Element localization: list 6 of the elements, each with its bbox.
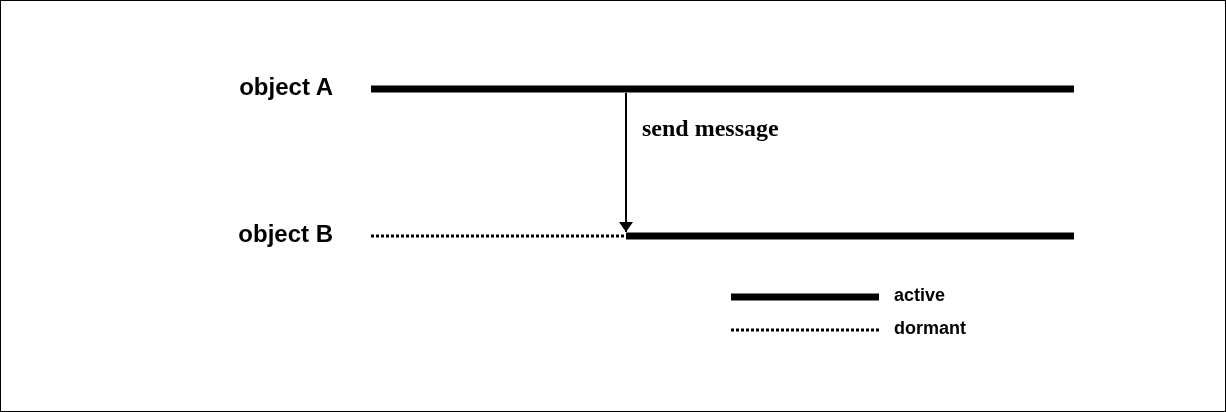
object-label: object B	[238, 220, 333, 248]
legend-label: active	[894, 285, 946, 306]
arrow	[619, 92, 633, 233]
object-label: object A	[239, 73, 333, 101]
legend-label: dormant	[894, 318, 966, 339]
message-label: send message	[642, 115, 779, 142]
